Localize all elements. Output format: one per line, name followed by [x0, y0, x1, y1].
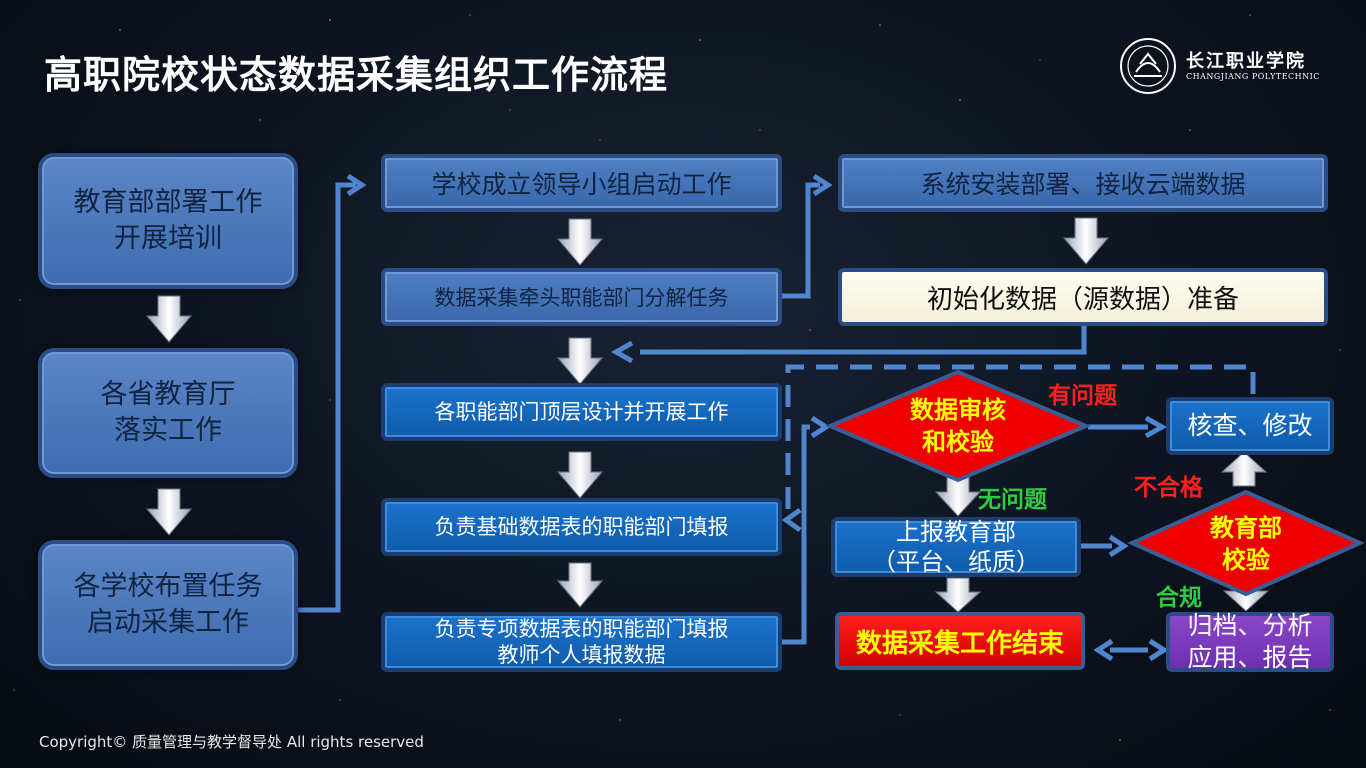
copyright-footer: Copyright© 质量管理与教学督导处 All rights reserve… [39, 733, 424, 751]
step-basic-table-fill: 负责基础数据表的职能部门填报 [381, 498, 782, 556]
up-arrow [1220, 451, 1268, 487]
step-check-modify: 核查、修改 [1166, 397, 1334, 455]
decision-diamonds [824, 369, 1365, 597]
step-report-moe: 上报教育部 （平台、纸质） [831, 517, 1081, 577]
step-collection-end: 数据采集工作结束 [835, 612, 1085, 670]
step-department-design: 各职能部门顶层设计并开展工作 [381, 383, 782, 441]
step-moe-deploy: 教育部部署工作 开展培训 [38, 153, 298, 289]
moe-diamond [1127, 489, 1365, 597]
label-unqualified: 不合格 [1134, 475, 1203, 501]
step-province-implement: 各省教育厅 落实工作 [38, 348, 298, 478]
label-has-problem: 有问题 [1048, 383, 1117, 409]
page-title: 高职院校状态数据采集组织工作流程 [44, 53, 669, 97]
review-decision-label: 数据审核 和校验 [910, 396, 1006, 456]
step-leading-group: 学校成立领导小组启动工作 [381, 154, 782, 212]
down-arrows [145, 217, 1270, 613]
moe-check-label: 教育部 校验 [1210, 514, 1282, 574]
label-compliant: 合规 [1156, 585, 1202, 611]
step-init-data: 初始化数据（源数据）准备 [838, 268, 1328, 326]
logo-name-cn: 长江职业学院 [1186, 51, 1306, 72]
step-special-table-fill: 负责专项数据表的职能部门填报 教师个人填报数据 [381, 612, 782, 672]
label-no-problem: 无问题 [978, 487, 1047, 513]
step-school-assign: 各学校布置任务 启动采集工作 [38, 540, 298, 670]
step-task-decompose: 数据采集牵头职能部门分解任务 [381, 268, 782, 326]
step-system-install: 系统安装部署、接收云端数据 [838, 154, 1328, 212]
step-archive-analyze: 归档、分析 应用、报告 [1166, 611, 1334, 672]
review-diamond [824, 369, 1092, 483]
college-logo-emblem [1120, 38, 1176, 94]
logo-name-en: CHANGJIANG POLYTECHNIC [1186, 72, 1320, 81]
